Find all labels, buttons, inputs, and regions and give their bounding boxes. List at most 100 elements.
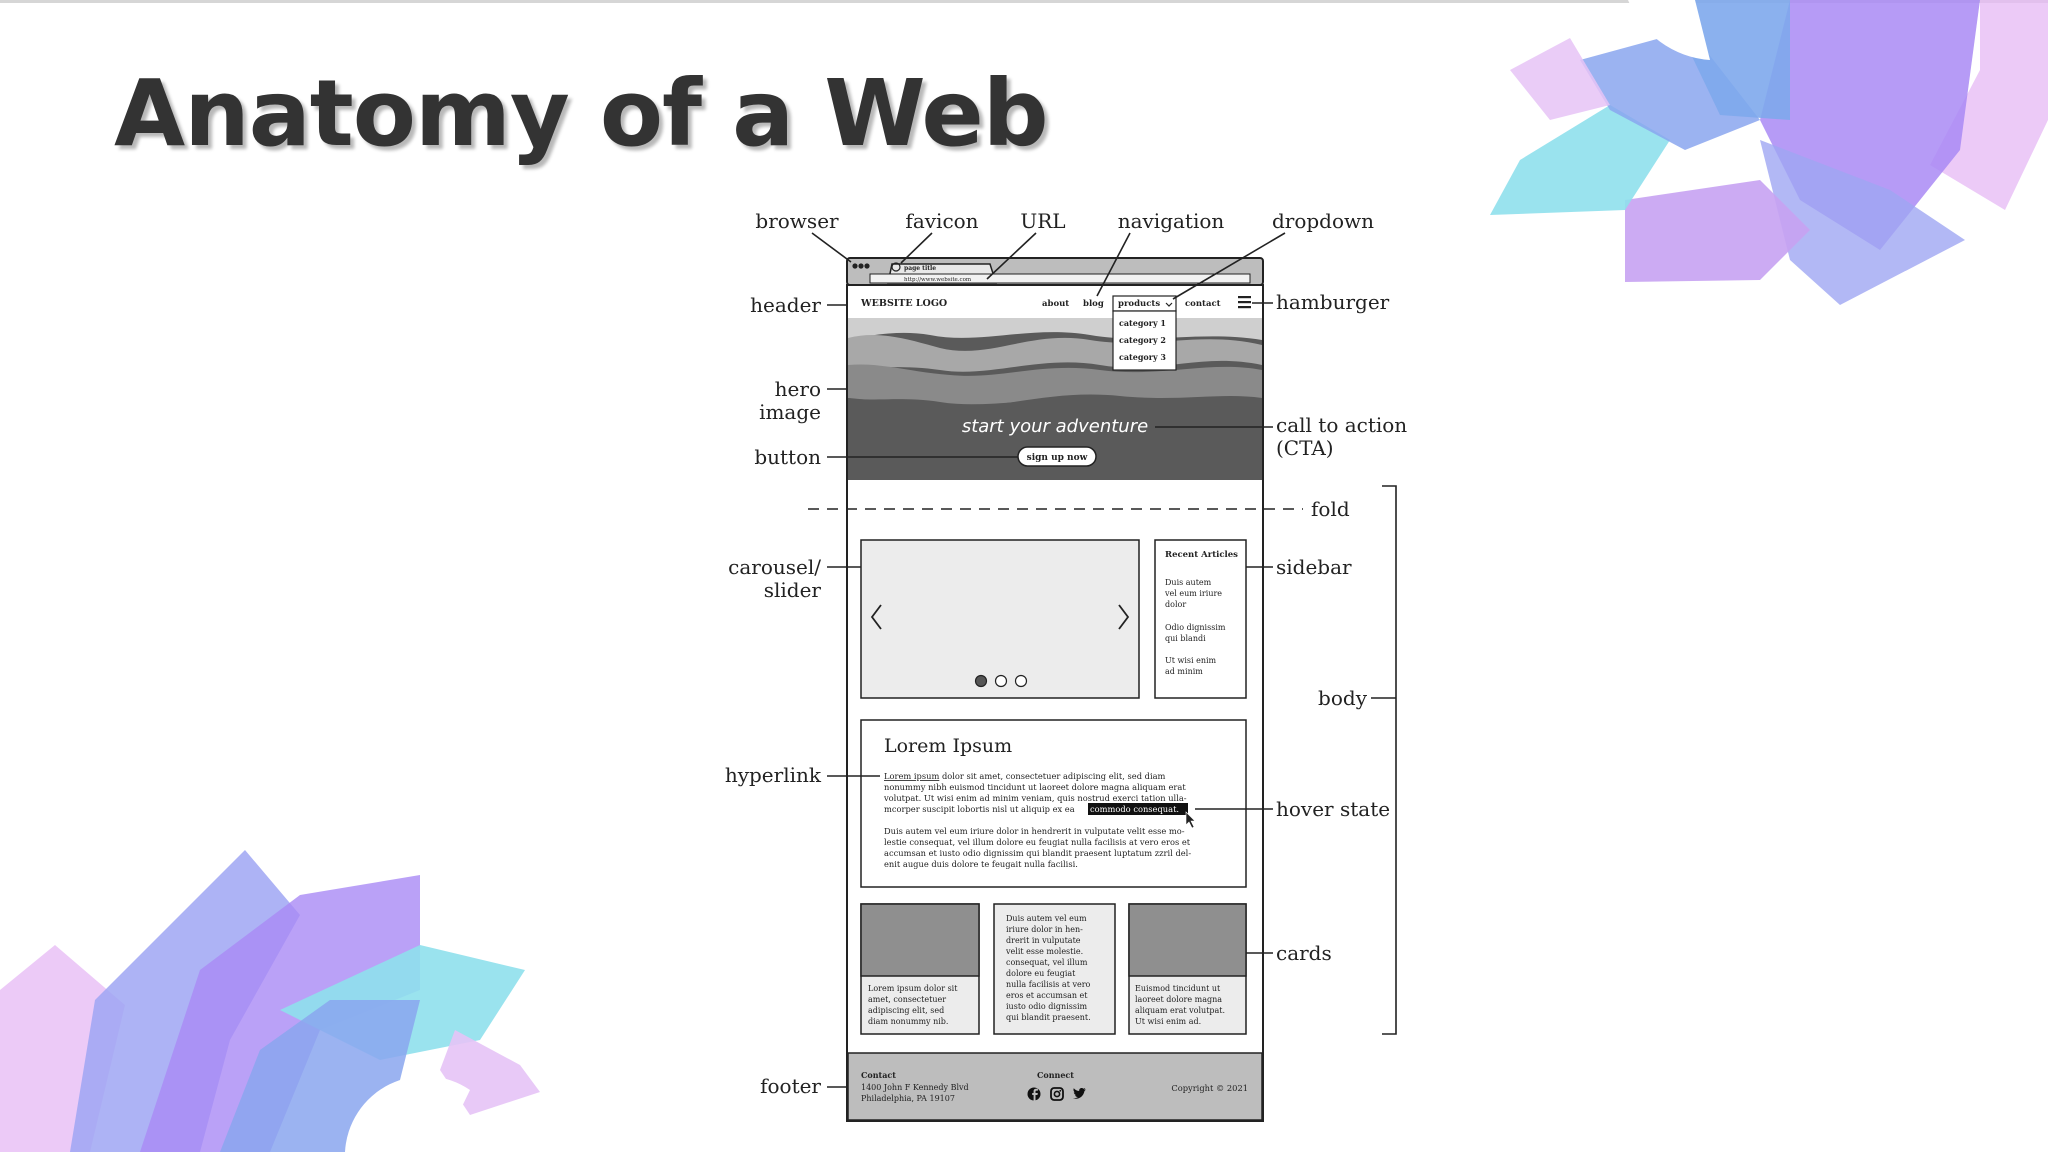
card-3-image xyxy=(1128,903,1247,977)
dropdown-item-1[interactable]: category 1 xyxy=(1119,318,1166,328)
carousel-dot-3[interactable] xyxy=(1014,674,1028,688)
label-cta-line1: call to action xyxy=(1276,413,1407,437)
card-1-line-4: diam nonummy nib. xyxy=(868,1017,948,1026)
callout-lines xyxy=(808,232,1397,1088)
sidebar-line-6: Ut wisi enim xyxy=(1165,656,1217,665)
nav-blog[interactable]: blog xyxy=(1083,299,1104,309)
footer-connect-title: Connect xyxy=(1037,1070,1074,1080)
sidebar-line-3: dolor xyxy=(1165,600,1186,609)
article-para1-line4: mcorper suscipit lobortis nisl ut aliqui… xyxy=(884,804,1075,814)
window-dot-3 xyxy=(864,263,870,269)
carousel-prev-icon[interactable] xyxy=(870,604,882,630)
card-2[interactable] xyxy=(993,903,1116,1035)
arc-inner-white xyxy=(1628,0,1710,60)
browser-mockup: page title http://www.website.com WEBSIT… xyxy=(846,257,1264,1122)
leader-navigation xyxy=(1096,232,1131,297)
card-2-line-7: nulla facilisis at vero xyxy=(1006,980,1091,989)
arc-violet-bottom xyxy=(1625,180,1810,282)
footer-contact-line-2: Philadelphia, PA 19107 xyxy=(861,1094,955,1103)
facebook-icon[interactable] xyxy=(1027,1087,1041,1102)
carousel-dot-active[interactable] xyxy=(974,674,988,688)
card-2-line-8: eros et accumsan et xyxy=(1006,991,1088,1000)
tab-title: page title xyxy=(904,265,936,272)
footer-contact-title: Contact xyxy=(861,1070,896,1080)
slide-title: Anatomy of a Web xyxy=(114,60,1049,167)
label-sidebar: sidebar xyxy=(1276,555,1352,579)
arc-pink-left xyxy=(1510,38,1610,120)
window-dot-2 xyxy=(858,263,864,269)
dropdown-item-2[interactable]: category 2 xyxy=(1119,335,1166,345)
label-carousel-line2: slider xyxy=(764,578,822,602)
twitter-icon[interactable] xyxy=(1073,1088,1086,1099)
label-footer: footer xyxy=(760,1074,821,1098)
label-url: URL xyxy=(1020,209,1065,233)
label-hamburger: hamburger xyxy=(1276,290,1390,314)
para1-line1-rest: dolor sit amet, consectetuer adipiscing … xyxy=(939,771,1165,781)
carousel-dot-2[interactable] xyxy=(994,674,1008,688)
footer-contact-line-1: 1400 John F Kennedy Blvd xyxy=(861,1083,969,1092)
arc-bl-inner-white xyxy=(345,1076,470,1152)
label-navigation: navigation xyxy=(1118,209,1225,233)
hero-image xyxy=(848,318,1262,480)
card-2-line-2: iriure dolor in hen- xyxy=(1006,925,1083,934)
decorative-arc-top-right xyxy=(1490,0,2048,305)
sidebar-title: Recent Articles xyxy=(1165,550,1238,560)
article-para1-line3: volutpat. Ut wisi enim ad minim veniam, … xyxy=(883,793,1187,803)
decorative-arc-shapes xyxy=(1490,0,2048,305)
sidebar-line-5: qui blandi xyxy=(1165,634,1206,643)
card-2-line-5: consequat, vel illum xyxy=(1006,958,1088,967)
arc-pink-outer xyxy=(1930,0,2048,210)
dropdown-menu xyxy=(1112,310,1177,371)
card-2-line-4: velit esse molestie. xyxy=(1005,947,1083,956)
sidebar-line-7: ad minim xyxy=(1165,667,1203,676)
card-3-line-1: Euismod tincidunt ut xyxy=(1135,984,1221,993)
card-2-line-6: dolore eu feugiat xyxy=(1006,969,1076,978)
arc-cyan xyxy=(1490,105,1670,215)
hover-highlight xyxy=(1088,803,1188,815)
leader-url xyxy=(986,232,1037,280)
article-title: Lorem Ipsum xyxy=(884,735,1012,757)
chevron-down-icon xyxy=(1165,302,1173,307)
carousel-next-icon[interactable] xyxy=(1118,604,1130,630)
instagram-icon[interactable] xyxy=(1050,1087,1064,1101)
arc-blue-lower xyxy=(1760,140,1965,305)
nav-products[interactable]: products xyxy=(1118,299,1160,309)
label-hyperlink: hyperlink xyxy=(725,763,822,787)
url-bar xyxy=(869,273,1251,284)
arc-bl-blue xyxy=(70,850,300,1152)
carousel xyxy=(860,539,1140,699)
website-logo: WEBSITE LOGO xyxy=(860,298,947,309)
label-button: button xyxy=(754,445,821,469)
article-para1-line2: nonummy nibh euismod tincidunt ut laoree… xyxy=(884,782,1186,792)
card-1-line-3: adipiscing elit, sed xyxy=(868,1006,944,1015)
label-hover-state: hover state xyxy=(1276,797,1390,821)
card-1-line-1: Lorem ipsum dolor sit xyxy=(868,984,958,993)
leader-favicon xyxy=(900,232,933,264)
label-hero-line1: hero xyxy=(775,377,821,401)
arc-blue-mid xyxy=(1580,30,1760,150)
label-cards: cards xyxy=(1276,941,1332,965)
leader-browser xyxy=(811,232,852,263)
arc-bl-violet xyxy=(140,875,420,1152)
article-para1-line1: Lorem ipsum dolor sit amet, consectetuer… xyxy=(884,771,1166,781)
card-2-line-1: Duis autem vel eum xyxy=(1006,914,1087,923)
label-cta-line2: (CTA) xyxy=(1276,436,1334,460)
label-dropdown: dropdown xyxy=(1272,209,1374,233)
label-carousel-line1: carousel/ xyxy=(728,555,821,579)
dropdown-item-3[interactable]: category 3 xyxy=(1119,352,1166,362)
sidebar-box xyxy=(1154,539,1247,699)
sidebar-line-1: Duis autem xyxy=(1165,578,1212,587)
article-para2-line2: lestie consequat, vel illum dolore eu fe… xyxy=(884,837,1191,847)
article-para2-line4: enit augue duis dolore te feugait nulla … xyxy=(884,859,1078,869)
label-body: body xyxy=(1318,686,1368,710)
card-1-image xyxy=(860,903,980,977)
nav-contact[interactable]: contact xyxy=(1185,299,1221,309)
callout-labels: browser favicon URL navigation dropdown … xyxy=(725,209,1407,1098)
hover-link-text[interactable]: commodo consequat. xyxy=(1090,804,1179,814)
hamburger-icon[interactable] xyxy=(1238,296,1251,309)
window-dot-1 xyxy=(852,263,858,269)
nav-about[interactable]: about xyxy=(1042,299,1069,309)
card-3-line-3: aliquam erat volutpat. xyxy=(1135,1006,1225,1015)
hyperlink-text[interactable]: Lorem ipsum xyxy=(884,771,939,781)
